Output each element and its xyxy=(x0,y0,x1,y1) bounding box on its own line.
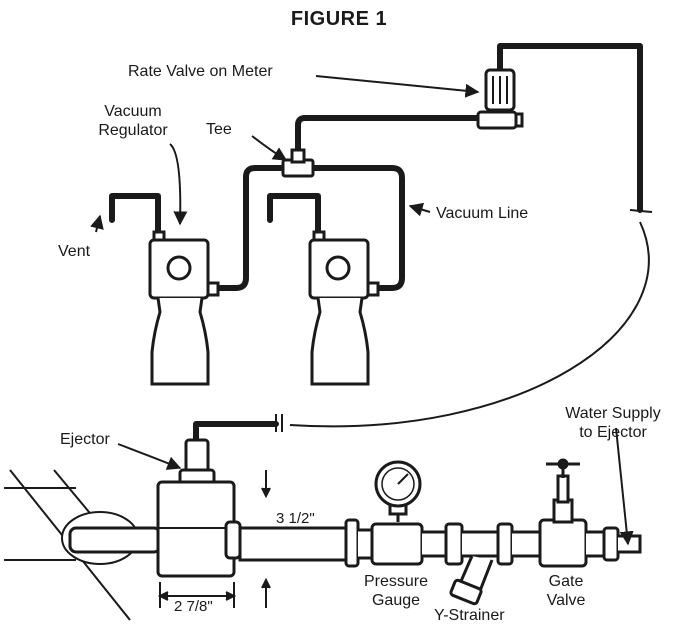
vacuum-line-leader xyxy=(408,202,431,217)
label-vacuum-line: Vacuum Line xyxy=(436,205,529,222)
tee-leader xyxy=(251,135,288,161)
vacuum-regulator-1 xyxy=(148,230,220,386)
dimension-width: 2 7/8" xyxy=(174,598,213,615)
dimension-marks xyxy=(157,470,271,608)
vent-leader xyxy=(90,214,104,233)
label-gate-valve-line1: Gate xyxy=(548,573,584,590)
label-pressure-gauge-line1: Pressure xyxy=(363,573,429,590)
label-water-supply-line1: Water Supply xyxy=(565,405,661,422)
meter-to-ejector-tube xyxy=(497,43,643,213)
ejector-wall-pipe xyxy=(4,469,162,621)
dimension-height: 3 1/2" xyxy=(276,510,315,527)
tee-to-meter-tube xyxy=(295,115,481,163)
tee-fitting xyxy=(281,148,315,178)
vacuum-regulator-leader xyxy=(169,143,188,226)
vent2-tube xyxy=(267,193,321,236)
tube-continuation-curve xyxy=(289,221,650,428)
figure-title: FIGURE 1 xyxy=(290,8,388,30)
tee-to-regulator2-tube xyxy=(309,165,405,291)
label-water-supply-line2: to Ejector xyxy=(579,424,647,441)
water-supply-leader xyxy=(615,427,634,546)
vacuum-tubing xyxy=(109,43,643,443)
leader-arrows xyxy=(90,75,634,546)
label-pressure-gauge: Pressure Gauge xyxy=(356,572,436,610)
tee-to-regulator1-tube xyxy=(211,165,286,291)
label-vent: Vent xyxy=(58,243,91,260)
pressure-gauge xyxy=(374,460,422,522)
label-y-strainer: Y-Strainer xyxy=(434,607,505,624)
ejector-body xyxy=(156,438,242,578)
gate-valve xyxy=(546,458,580,524)
label-vacuum-regulator: Vacuum Regulator xyxy=(78,102,188,140)
ejector-leader xyxy=(117,443,182,470)
label-pressure-gauge-line2: Gauge xyxy=(371,592,421,609)
rate-valve-meter xyxy=(476,68,524,130)
ejector-vacuum-tube xyxy=(193,421,279,443)
label-gate-valve-line2: Valve xyxy=(546,592,586,609)
label-rate-valve: Rate Valve on Meter xyxy=(128,63,273,80)
vent1-tube xyxy=(109,193,161,236)
label-water-supply: Water Supply to Ejector xyxy=(550,404,676,442)
break-marks xyxy=(275,209,653,432)
vacuum-regulator-2 xyxy=(308,230,380,386)
label-vacuum-regulator-line2: Regulator xyxy=(98,122,168,139)
y-strainer xyxy=(449,555,494,606)
label-gate-valve: Gate Valve xyxy=(536,572,596,610)
rate-valve-leader xyxy=(315,75,480,98)
label-ejector: Ejector xyxy=(60,431,110,448)
label-tee: Tee xyxy=(206,121,232,138)
label-vacuum-regulator-line1: Vacuum xyxy=(104,103,162,120)
